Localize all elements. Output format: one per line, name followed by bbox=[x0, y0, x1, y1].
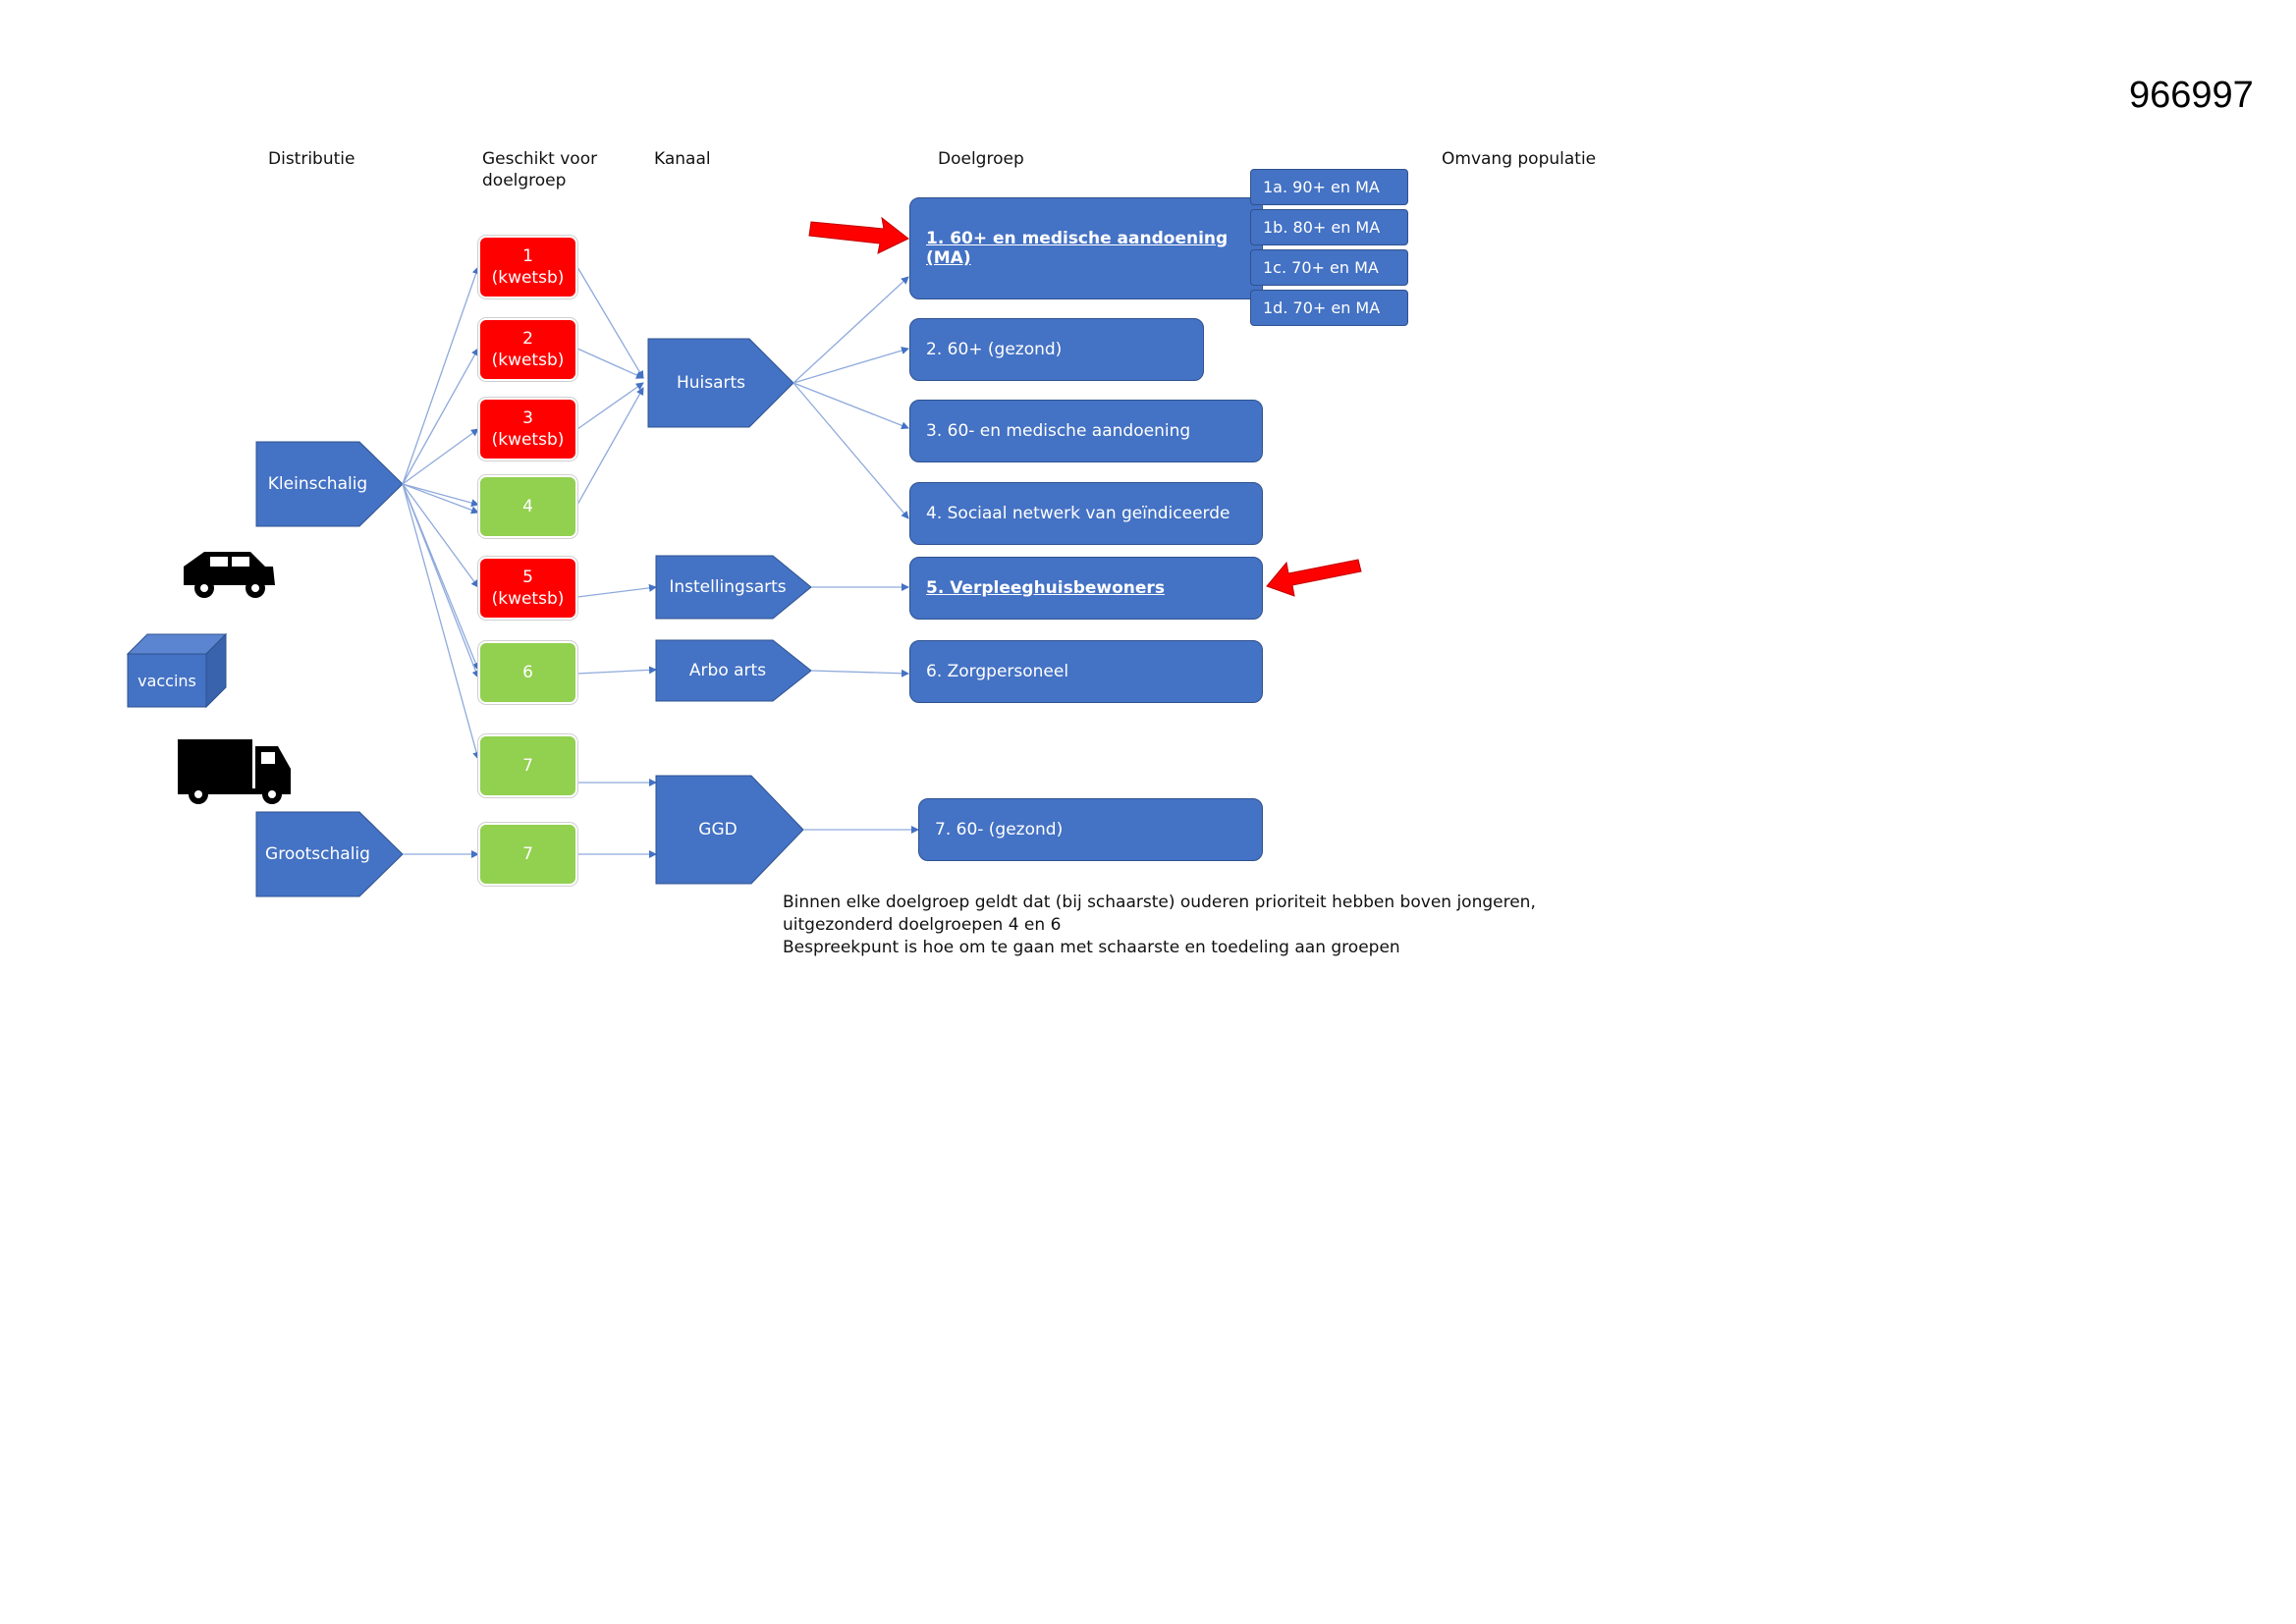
header-distributie: Distributie bbox=[268, 149, 355, 169]
suitable-box-num: 3 bbox=[522, 408, 533, 428]
suitable-box-1: 1(kwetsb) bbox=[478, 236, 577, 298]
target-group-6: 6. Zorgpersoneel bbox=[909, 640, 1263, 703]
footnote-line: uitgezonderd doelgroepen 4 en 6 bbox=[783, 915, 1062, 935]
arbo-label: Arbo arts bbox=[688, 661, 767, 680]
grootschalig-shape bbox=[255, 811, 404, 897]
suitable-box-num: 7 bbox=[522, 756, 533, 776]
header-omvang: Omvang populatie bbox=[1442, 149, 1597, 169]
suitable-box-num: 4 bbox=[522, 497, 533, 516]
suitable-box-5: 5 (kwetsb) bbox=[478, 557, 577, 620]
footnote-line: Bespreekpunt is hoe om te gaan met schaa… bbox=[783, 938, 1400, 957]
arbo-shape bbox=[655, 639, 812, 702]
suitable-box-sub: (kwetsb) bbox=[491, 589, 565, 609]
subgroup-1a: 1a. 90+ en MA bbox=[1250, 169, 1408, 205]
document-id: 966997 bbox=[2129, 75, 2254, 116]
header-geschikt-line1: Geschikt voor bbox=[482, 149, 598, 169]
red-arrow-icon bbox=[808, 216, 909, 254]
truck-icon bbox=[178, 739, 291, 804]
ggd-shape bbox=[655, 775, 804, 885]
footnote-line: Binnen elke doelgroep geldt dat (bij sch… bbox=[783, 893, 1536, 912]
header-kanaal: Kanaal bbox=[654, 149, 711, 169]
target-group-3: 3. 60- en medische aandoening bbox=[909, 400, 1263, 462]
suitable-box-num: 2 bbox=[522, 329, 533, 349]
suitable-box-num: 1 bbox=[522, 246, 533, 266]
grootschalig-label: Grootschalig bbox=[265, 844, 370, 864]
header-geschikt: Geschikt voor doelgroep bbox=[482, 148, 597, 191]
huisarts-label: Huisarts bbox=[676, 373, 746, 393]
kleinschalig-label: Kleinschalig bbox=[267, 474, 368, 494]
car-icon bbox=[184, 552, 275, 598]
vaccine-box-icon bbox=[126, 632, 228, 709]
suitable-box-sub: (kwetsb) bbox=[491, 430, 565, 450]
suitable-box-6: 6 bbox=[478, 641, 577, 704]
instellingsarts-shape bbox=[655, 555, 812, 620]
subgroup-1d: 1d. 70+ en MA bbox=[1250, 290, 1408, 326]
vaccins-label: vaccins bbox=[137, 671, 196, 690]
suitable-box-sub: (kwetsb) bbox=[491, 351, 565, 370]
red-arrow-icon bbox=[1266, 559, 1362, 597]
target-group-5: 5. Verpleeghuisbewoners bbox=[909, 557, 1263, 620]
target-group-7: 7. 60- (gezond) bbox=[918, 798, 1263, 861]
suitable-box-7a: 7 bbox=[478, 734, 577, 797]
header-geschikt-line2: doelgroep bbox=[482, 171, 567, 190]
subgroup-1c: 1c. 70+ en MA bbox=[1250, 249, 1408, 286]
target-group-4: 4. Sociaal netwerk van geïndiceerde bbox=[909, 482, 1263, 545]
suitable-box-7b: 7 bbox=[478, 823, 577, 886]
kleinschalig-shape bbox=[255, 441, 404, 527]
connectors-distribution bbox=[402, 266, 481, 858]
suitable-box-num: 6 bbox=[522, 663, 533, 682]
subgroup-1b: 1b. 80+ en MA bbox=[1250, 209, 1408, 245]
connectors-target bbox=[793, 276, 919, 834]
suitable-box-num: 7 bbox=[522, 844, 533, 864]
header-doelgroep: Doelgroep bbox=[938, 149, 1024, 169]
suitable-box-2: 2 (kwetsb) bbox=[478, 318, 577, 381]
target-group-2: 2. 60+ (gezond) bbox=[909, 318, 1204, 381]
ggd-label: GGD bbox=[698, 820, 738, 839]
huisarts-shape bbox=[647, 338, 794, 428]
connectors-channel bbox=[576, 266, 657, 858]
suitable-box-3: 3(kwetsb) bbox=[478, 398, 577, 460]
instellingsarts-label: Instellingsarts bbox=[669, 577, 787, 597]
suitable-box-sub: (kwetsb) bbox=[491, 268, 565, 288]
footnote: Binnen elke doelgroep geldt dat (bij sch… bbox=[783, 892, 1536, 959]
suitable-box-num: 5 bbox=[522, 568, 533, 587]
target-group-1: 1. 60+ en medische aandoening (MA) bbox=[909, 197, 1263, 299]
suitable-box-4: 4 bbox=[478, 475, 577, 538]
